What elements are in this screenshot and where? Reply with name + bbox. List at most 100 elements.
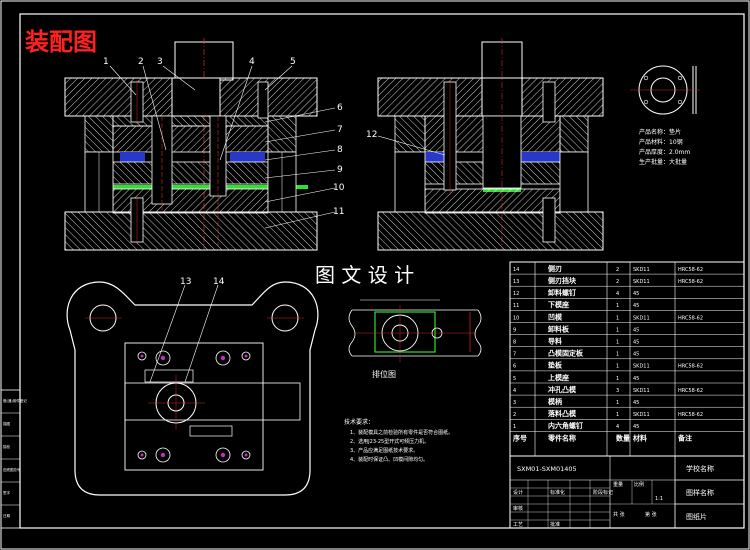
tb-label: 重量 xyxy=(613,481,623,488)
bom-header-qty: 数量 xyxy=(616,433,630,442)
side-strip-cell: 日期 xyxy=(3,513,10,518)
sheet-label: 图纸片 xyxy=(686,512,707,521)
balloon-11: 11 xyxy=(333,207,344,217)
school-name: 学校名称 xyxy=(686,464,714,473)
bom-cell-no: 13 xyxy=(513,279,519,285)
bom-cell-no: 2 xyxy=(513,412,516,418)
bom-cell-material: 45 xyxy=(633,424,639,430)
bom-cell-note: HRC58-62 xyxy=(678,388,703,394)
side-strip: 借(通)用件登记 描图 描校 旧底图总号 签字 日期 xyxy=(0,389,27,529)
bom-cell-no: 3 xyxy=(513,400,516,406)
bom-cell-name: 凹模 xyxy=(548,312,563,321)
tb-label: 标准化 xyxy=(550,489,565,496)
drawing-name: 图样名称 xyxy=(686,488,714,497)
tech-requirement: 3、产品应满足图纸技术要求。 xyxy=(350,447,418,454)
tech-requirement: 4、装配时保证凸、凹模间隙均匀。 xyxy=(350,456,428,463)
bom-cell-qty: 1 xyxy=(616,364,619,370)
bom-cell-material: SKD11 xyxy=(633,279,650,285)
side-strip-cell: 签字 xyxy=(3,490,10,495)
bom-cell-name: 凸模固定板 xyxy=(548,349,584,358)
bom-cell-material: 45 xyxy=(633,327,639,333)
bom-cell-no: 11 xyxy=(513,303,519,309)
bom-cell-qty: 2 xyxy=(616,267,619,273)
bom-cell-material: 45 xyxy=(633,291,639,297)
bom-cell-name: 侧刃挡块 xyxy=(548,276,577,285)
bom-cell-no: 9 xyxy=(513,327,516,333)
bom-cell-no: 4 xyxy=(513,388,516,394)
bom-cell-material: 45 xyxy=(633,352,639,358)
bom-cell-name: 上模座 xyxy=(548,373,569,382)
balloon-12: 12 xyxy=(366,130,377,140)
bom-cell-no: 8 xyxy=(513,340,516,346)
bom-header-material: 材料 xyxy=(632,433,647,442)
side-strip-cell: 描图 xyxy=(3,421,10,426)
title-block: 设计 标准化 阶段标记 审核 工艺 批准 重量 比例 1:1 共 张 第 张 S… xyxy=(509,455,745,529)
bom-cell-material: SKD11 xyxy=(633,412,650,418)
tb-label: 共 张 xyxy=(613,511,625,518)
bom-cell-note: HRC58-62 xyxy=(678,412,703,418)
bom-cell-material: 45 xyxy=(633,376,639,382)
bom-cell-name: 卸料螺钉 xyxy=(548,288,576,297)
bom-cell-material: 45 xyxy=(633,340,639,346)
tech-requirement: 1、装配模具之前检验所有零件是否符合图纸。 xyxy=(350,429,453,436)
tech-requirements-title: 技术要求： xyxy=(344,418,374,426)
bom-cell-no: 6 xyxy=(513,364,516,370)
bom-cell-no: 5 xyxy=(513,376,516,382)
bom-cell-name: 模柄 xyxy=(548,397,562,406)
bom-cell-qty: 1 xyxy=(616,340,619,346)
bom-cell-no: 10 xyxy=(513,315,519,321)
bom-cell-qty: 1 xyxy=(616,327,619,333)
tb-label: 批准 xyxy=(550,521,560,528)
bom-cell-qty: 1 xyxy=(616,303,619,309)
bom-cell-no: 14 xyxy=(513,267,519,273)
bom-cell-material: 45 xyxy=(633,303,639,309)
tb-label: 阶段标记 xyxy=(593,489,613,496)
balloon-8: 8 xyxy=(337,145,343,155)
tb-label: 审核 xyxy=(513,505,523,512)
bom-cell-name: 卸料板 xyxy=(548,324,570,333)
balloon-14: 14 xyxy=(213,277,225,287)
bom-cell-no: 1 xyxy=(513,424,516,430)
bom-cell-qty: 1 xyxy=(616,352,619,358)
part-note: 产品名称：垫片 xyxy=(639,128,681,136)
part-note: 产品材料：10钢 xyxy=(639,138,683,146)
bom-header-no: 序号 xyxy=(512,433,527,442)
bom-cell-qty: 1 xyxy=(616,376,619,382)
drawing-title: 装配图 xyxy=(25,28,97,56)
main-section-view: 1 2 3 4 5 6 7 8 9 10 11 xyxy=(64,38,345,251)
watermark: 图 文 设 计 xyxy=(315,263,414,287)
tb-label: 工艺 xyxy=(513,522,523,528)
product-view: 产品名称：垫片 产品材料：10钢 产品厚度：2.0mm 生产批量：大批量 xyxy=(630,65,700,166)
balloon-4: 4 xyxy=(249,57,255,67)
bom-cell-qty: 1 xyxy=(616,412,619,418)
bom-cell-qty: 1 xyxy=(616,315,619,321)
bom-cell-name: 垫板 xyxy=(548,361,563,370)
bom-cell-qty: 2 xyxy=(616,279,619,285)
balloon-7: 7 xyxy=(337,125,343,135)
bom-cell-qty: 3 xyxy=(616,388,619,394)
bom-cell-material: SKD11 xyxy=(633,267,650,273)
bom-cell-name: 侧刃 xyxy=(548,264,562,273)
tb-label: 比例 xyxy=(634,481,644,488)
bom-cell-name: 内六角螺钉 xyxy=(548,421,583,430)
bom-cell-name: 导料 xyxy=(548,337,562,346)
side-strip-cell: 描校 xyxy=(3,444,10,449)
balloon-9: 9 xyxy=(337,165,343,175)
bom-cell-material: 45 xyxy=(633,400,639,406)
drawing-number: SXM01-SXM01405 xyxy=(517,465,577,473)
bom-cell-qty: 4 xyxy=(616,424,619,430)
bom-cell-note: HRC58-62 xyxy=(678,279,703,285)
bom-header-name: 零件名称 xyxy=(547,433,576,442)
bom-cell-no: 7 xyxy=(513,352,516,358)
balloon-2: 2 xyxy=(138,57,144,67)
bom-cell-qty: 1 xyxy=(616,400,619,406)
tb-label: 第 张 xyxy=(645,511,657,518)
balloon-3: 3 xyxy=(157,57,163,67)
tech-requirement: 2、选用J23-25型开式可倾压力机。 xyxy=(350,438,429,445)
bom-cell-material: SKD11 xyxy=(633,315,650,321)
bom-cell-material: SKD11 xyxy=(633,364,650,370)
balloon-1: 1 xyxy=(103,57,109,67)
